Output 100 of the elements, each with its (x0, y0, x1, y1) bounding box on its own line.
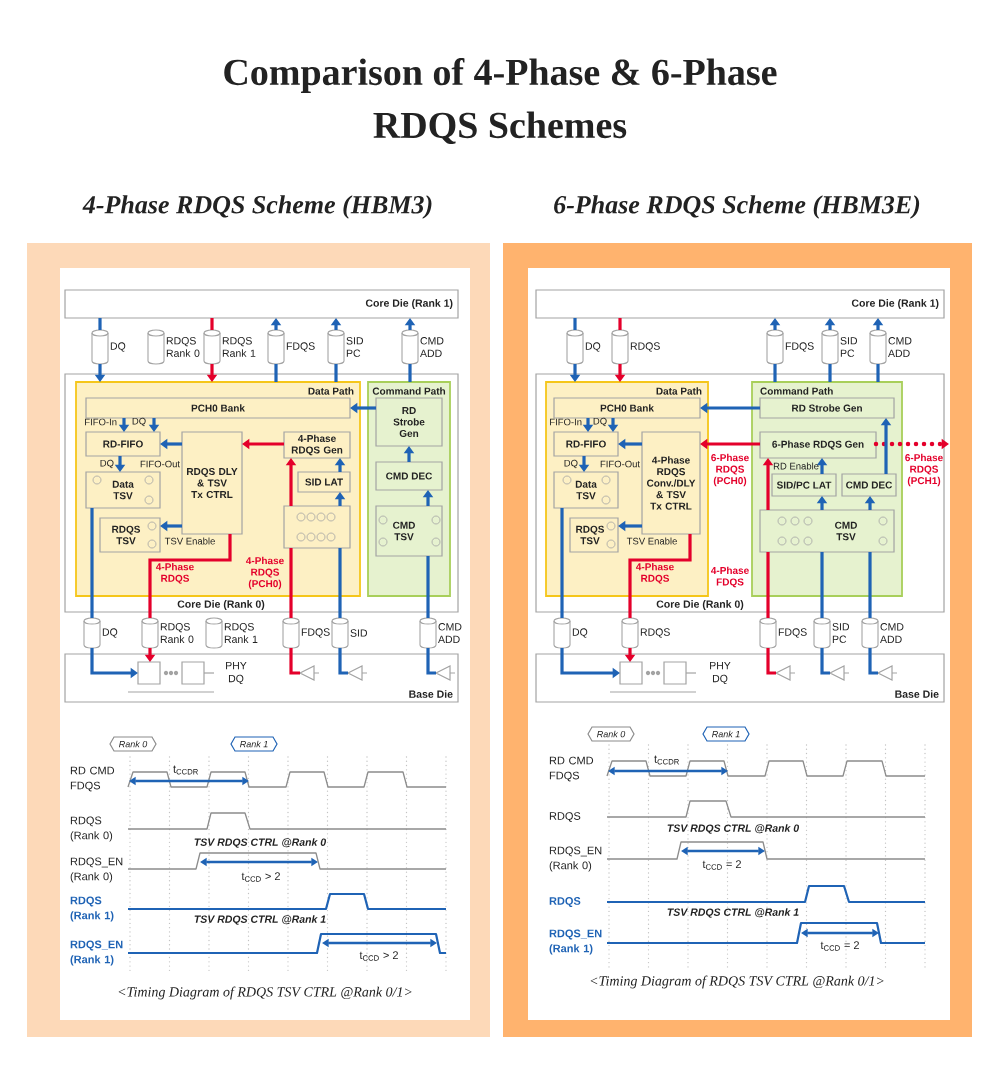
connector-line (338, 548, 342, 618)
signal-label: SID PC (832, 623, 850, 643)
flip-flop (137, 661, 161, 685)
signal-label: RDQS Rank 0 (160, 623, 194, 643)
edge-label: TSV Enable (164, 537, 215, 545)
connector-line (766, 648, 776, 675)
connector-line (573, 318, 577, 330)
timing-label: t$_{CCD}$ > 2 (241, 872, 280, 882)
rank-tag: Rank 1 (702, 726, 750, 742)
connector-line (618, 318, 622, 330)
connector-line (426, 648, 436, 675)
buffer-symbol (829, 665, 850, 681)
edge-label: FIFO-Out (600, 460, 640, 468)
timing-label: t$_{CCD}$ > 2 (359, 951, 398, 961)
connector-line (820, 552, 824, 618)
buffer-symbol (775, 665, 796, 681)
edge-label: TSV Enable (626, 537, 677, 545)
edge-label: DQ (100, 459, 114, 469)
edge-label: DQ (132, 417, 146, 427)
signal-label: RDQS Rank 1 (222, 337, 256, 357)
buffer-symbol (299, 665, 320, 681)
edge-label: FIFO-In (550, 418, 582, 426)
annotation: TSV RDQS CTRL @Rank 0 (194, 838, 326, 848)
block-box: Data TSV (553, 471, 619, 509)
signal-label: DQ (110, 342, 126, 352)
connector-line (820, 648, 830, 675)
connector-line (426, 556, 430, 618)
signal-label: FDQS (286, 342, 315, 352)
edge-label: DQ (564, 459, 578, 469)
timing-label: t$_{CCDR}$ (654, 755, 679, 765)
signal-label: RDQS_EN (Rank 0) (549, 846, 602, 872)
edge-label: DQ (593, 417, 607, 427)
signal-label: FDQS (301, 628, 330, 638)
block-box: CMD TSV (375, 505, 443, 557)
caption: <Timing Diagram of RDQS TSV CTRL @Rank 0/1> (118, 986, 412, 1000)
signal-label: CMD ADD (438, 623, 462, 643)
block-label: PHY DQ (226, 661, 247, 685)
connector-line (828, 364, 832, 382)
edge-label: 4-Phase RDQS (636, 563, 674, 584)
die-box: Core Die (Rank 1) (64, 289, 459, 319)
signal-label: FDQS (778, 628, 807, 638)
block-box: RDQS DLY & TSV Tx CTRL (181, 431, 243, 535)
rank-tag: Rank 0 (109, 736, 157, 752)
block-box: RD-FIFO (85, 431, 161, 457)
block-box: RD Strobe Gen (759, 397, 895, 419)
signal-label: SID PC (346, 337, 363, 357)
annotation: TSV RDQS CTRL @Rank 1 (194, 915, 326, 925)
signal-label: CMD ADD (880, 623, 904, 643)
block-box: PCH0 Bank (553, 397, 701, 419)
connector-line (90, 508, 94, 618)
timing-label: t$_{CCDR}$ (173, 765, 198, 775)
edge-label: 4-Phase RDQS (155, 563, 194, 584)
caption: <Timing Diagram of RDQS TSV CTRL @Rank 0/1> (590, 975, 884, 989)
connector-line (274, 364, 278, 382)
edge-label: FIFO-In (85, 418, 117, 426)
signal-label: RDQS_EN (Rank 1) (549, 929, 602, 955)
signal-label: RDQS (640, 628, 670, 638)
signal-label: RDQS (630, 342, 660, 352)
signal-label: CMD ADD (420, 337, 444, 357)
connector-line (868, 648, 878, 675)
block-box: 6-Phase RDQS Gen (759, 431, 877, 459)
signal-label: DQ (572, 628, 588, 638)
flip-flop (619, 661, 643, 685)
signal-label: RDQS_EN (Rank 0) (70, 857, 123, 883)
timing-label: t$_{CCD}$ = 2 (702, 860, 741, 870)
block-box: RDQS TSV (99, 517, 161, 553)
title: Comparison of 4-Phase & 6-Phase RDQS Schemes (224, 58, 777, 144)
edge-label: 4-Phase FDQS (711, 566, 749, 588)
block-box: 4-Phase RDQS Conv./DLY & TSV Tx CTRL (641, 431, 701, 535)
timing-label: t$_{CCD}$ = 2 (820, 941, 859, 951)
connector-line (148, 534, 232, 618)
signal-label: SID (350, 629, 367, 637)
signal-label: RD CMD FDQS (70, 766, 115, 792)
signal-label: RDQS_EN (Rank 1) (70, 940, 123, 966)
signal-label: RDQS (549, 897, 581, 907)
node-label: 6-Phase RDQS Scheme (HBM3E) (554, 195, 920, 219)
block-box: RD-FIFO (553, 431, 619, 457)
edge-label: 4-Phase RDQS (PCH0) (245, 556, 284, 590)
block-box: SID/PC LAT (771, 473, 837, 497)
signal-label: RD CMD FDQS (549, 756, 594, 782)
connector-line (98, 318, 102, 330)
block-box: CMD DEC (375, 461, 443, 491)
flip-flop (181, 661, 205, 685)
connector-line (210, 318, 214, 330)
connector-line (289, 548, 293, 618)
rank-tag: Rank 0 (587, 726, 635, 742)
buffer-symbol (877, 665, 898, 681)
block-box: 4-Phase RDQS Gen (283, 431, 351, 459)
annotation: TSV RDQS CTRL @Rank 1 (667, 908, 799, 918)
signal-label: DQ (102, 628, 118, 638)
block-box: PCH0 Bank (85, 397, 351, 419)
block-box: Data TSV (85, 471, 161, 509)
block-box: CMD TSV (759, 509, 895, 553)
signal-label: RDQS Rank 1 (224, 623, 258, 643)
connector-line (289, 648, 300, 675)
buffer-symbol (347, 665, 368, 681)
signal-label: SID PC (840, 337, 858, 357)
connector-line (773, 364, 777, 382)
signal-label: CMD ADD (888, 337, 912, 357)
edge-label: 6-Phase RDQS (PCH0) (711, 453, 749, 487)
